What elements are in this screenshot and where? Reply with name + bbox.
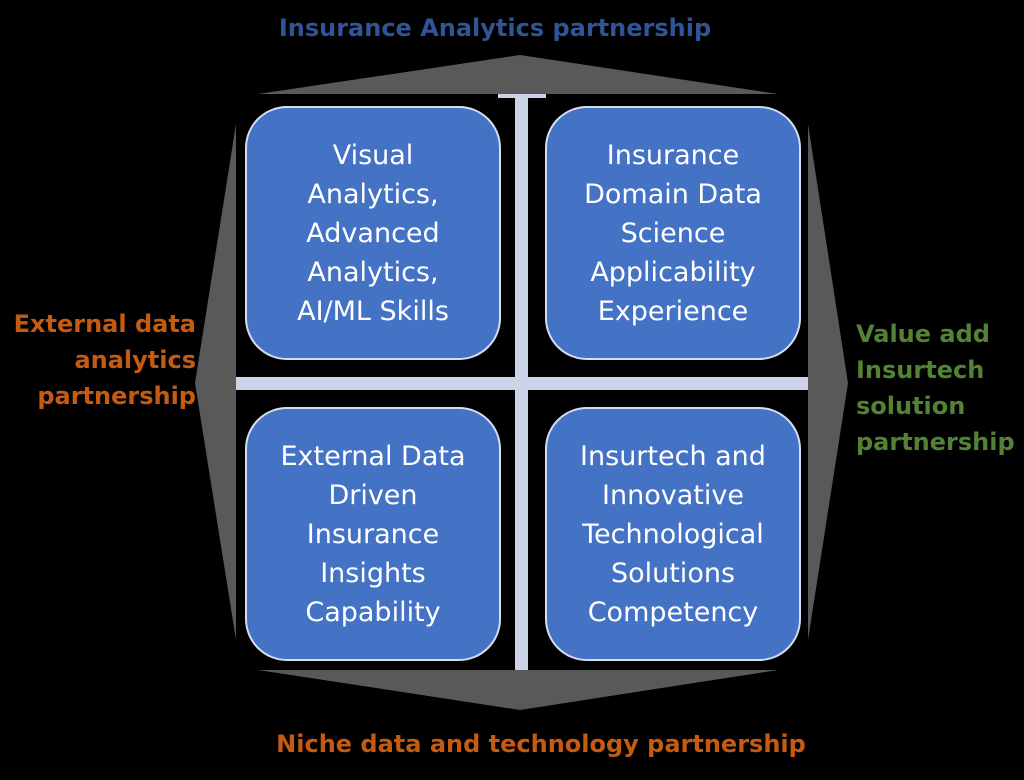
quadrant-text: Insurance Domain Data Science Applicabil… xyxy=(584,136,762,331)
right-arrow-shape xyxy=(808,124,848,640)
right-label-line: partnership xyxy=(856,428,1015,456)
right-partnership-label: Value add Insurtech solution partnership xyxy=(856,316,1024,460)
bottom-partnership-label: Niche data and technology partnership xyxy=(276,730,806,758)
quadrant-text-line: Competency xyxy=(587,596,759,628)
horizontal-divider xyxy=(236,377,808,390)
quadrant-text-line: Driven xyxy=(328,479,418,511)
right-label-line: Value add xyxy=(856,320,990,348)
quadrant-text-line: Analytics, xyxy=(307,256,439,288)
quadrant-text-line: Analytics, xyxy=(307,178,439,210)
top-partnership-label: Insurance Analytics partnership xyxy=(278,14,712,42)
right-label-line: Insurtech xyxy=(856,356,985,384)
top-divider-cap xyxy=(498,94,546,98)
right-label-line: solution xyxy=(856,392,966,420)
quadrant-text-line: Solutions xyxy=(610,557,736,589)
left-label-line: analytics xyxy=(74,346,196,374)
quadrant-text-line: Domain Data xyxy=(584,178,762,210)
quadrant-text: Insurtech and Innovative Technological S… xyxy=(580,437,766,632)
quadrant-text-line: Innovative xyxy=(602,479,744,511)
quadrant-text-line: Insurance xyxy=(306,518,440,550)
quadrant-text-line: Capability xyxy=(305,596,441,628)
quadrant-text-line: Insurtech and xyxy=(580,440,766,472)
quadrant-text-line: Science xyxy=(620,217,726,249)
quadrant-insurance-domain: Insurance Domain Data Science Applicabil… xyxy=(545,106,801,360)
quadrant-external-data: External Data Driven Insurance Insights … xyxy=(245,407,501,661)
bottom-arrow-shape xyxy=(258,670,778,710)
top-arrow-shape xyxy=(258,55,778,94)
left-label-line: External data xyxy=(13,310,196,338)
quadrant-text-line: Insurance xyxy=(606,139,740,171)
quadrant-text-line: Applicability xyxy=(590,256,756,288)
left-label-line: partnership xyxy=(37,382,196,410)
left-arrow-shape xyxy=(195,124,236,640)
quadrant-text-line: Technological xyxy=(582,518,764,550)
quadrant-text-line: Visual xyxy=(332,139,414,171)
quadrant-text-line: Insights xyxy=(320,557,426,589)
quadrant-text-line: External Data xyxy=(280,440,466,472)
quadrant-visual-analytics: Visual Analytics, Advanced Analytics, AI… xyxy=(245,106,501,360)
quadrant-text: Visual Analytics, Advanced Analytics, AI… xyxy=(297,136,449,331)
left-partnership-label: External data analytics partnership xyxy=(6,306,196,414)
quadrant-text-line: AI/ML Skills xyxy=(297,295,449,327)
quadrant-text: External Data Driven Insurance Insights … xyxy=(280,437,465,632)
quadrant-insurtech: Insurtech and Innovative Technological S… xyxy=(545,407,801,661)
quadrant-text-line: Advanced xyxy=(306,217,440,249)
quadrant-text-line: Experience xyxy=(597,295,749,327)
